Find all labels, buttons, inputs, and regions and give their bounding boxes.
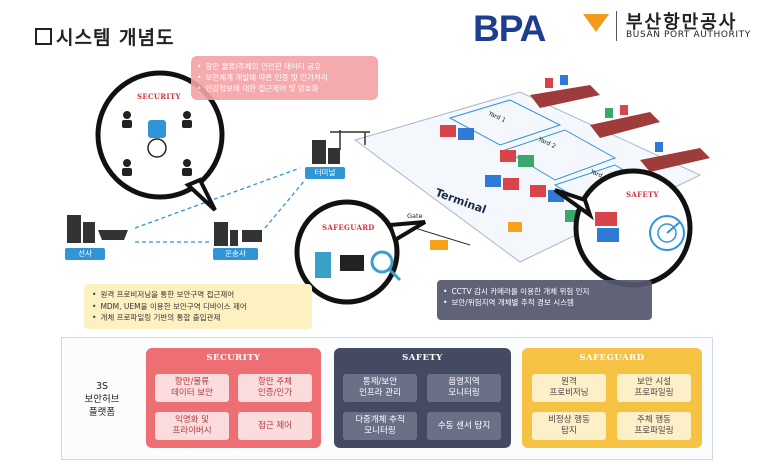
terminal-building-icon: [312, 140, 340, 164]
title-checkbox-icon: [35, 28, 52, 45]
security-panel-title: SECURITY: [206, 353, 261, 363]
safeguard-callout-item: MDM, UEM을 이용한 보안구역 디바이스 제어: [84, 301, 312, 313]
carrier-building-icon: [67, 215, 128, 243]
security-panel: SECURITY 항만/물류 데이터 보안 항만 주체 인증/인가 익명화 및 …: [146, 348, 321, 448]
safeguard-cell: 비정상 행동 탐지: [532, 412, 606, 440]
safety-callout-item: CCTV 감시 카메라를 이용한 개체 위험 인지: [437, 286, 652, 297]
magnifier-icon: [370, 250, 394, 274]
carrier-node-label: 선사: [65, 248, 105, 260]
bpa-logo-triangle-icon: [583, 14, 609, 32]
safety-bubble-label: SAFETY: [626, 190, 659, 199]
yard-truck-icon: [508, 222, 522, 232]
crane-icon: [330, 130, 370, 150]
security-callout: 항만 물류/주체의 안전한 데이터 공유 보안체계 개발에 따른 인증 및 인가…: [191, 56, 378, 100]
safety-cell: 다중개체 추적 모니터링: [343, 412, 417, 440]
terminal-node-label: 터미널: [305, 167, 345, 179]
safeguard-cell: 보안 시설 프로파일링: [617, 374, 691, 402]
security-callout-item: 항만 물류/주체의 안전한 데이터 공유: [191, 61, 378, 72]
truck-front-icon: [340, 255, 364, 271]
page-title: 시스템 개념도: [56, 27, 175, 49]
security-cell: 접근 제어: [238, 412, 312, 440]
safeguard-cell: 주체 행동 프로파일링: [617, 412, 691, 440]
lock-shield-icon: [148, 120, 166, 138]
safeguard-callout: 원격 프로비저닝을 통한 보안구역 접근제어 MDM, UEM을 이용한 보안구…: [84, 284, 312, 329]
safeguard-panel-title: SAFEGUARD: [579, 353, 645, 363]
users-icon: [122, 111, 192, 176]
safety-panel: SAFETY 통제/보안 인프라 관리 음영지역 모니터링 다중개체 추적 모니…: [334, 348, 511, 448]
security-bubble: [95, 70, 225, 212]
security-callout-item: 민감정보에 대한 접근제어 및 암호화: [191, 83, 378, 94]
truck-icon: [430, 240, 448, 250]
security-cell: 항만/물류 데이터 보안: [155, 374, 229, 402]
gate-booth-icon: [315, 252, 331, 278]
safety-cell: 통제/보안 인프라 관리: [343, 374, 417, 402]
falling-container-icon: [595, 212, 617, 226]
transport-node-label: 운송사: [213, 248, 258, 260]
safeguard-bubble-label: SAFEGUARD: [322, 223, 375, 232]
safeguard-panel: SAFEGUARD 원격 프로비저닝 보안 시설 프로파일링 비정상 행동 탐지…: [522, 348, 702, 448]
safety-cell: 수동 센서 탐지: [427, 412, 501, 440]
safeguard-cell: 원격 프로비저닝: [532, 374, 606, 402]
cargo-ship-icon: [530, 75, 710, 172]
logo-divider: [616, 11, 617, 41]
safety-cell: 음영지역 모니터링: [427, 374, 501, 402]
security-cell: 익명화 및 프라이버시: [155, 412, 229, 440]
safety-callout: CCTV 감시 카메라를 이용한 개체 위험 인지 보안/위험지역 개체별 추적…: [437, 280, 652, 320]
safety-callout-item: 보안/위험지역 개체별 추적 경보 시스템: [437, 297, 652, 308]
security-callout-item: 보안체계 개발에 따른 인증 및 인가처리: [191, 72, 378, 83]
globe-icon: [147, 138, 167, 158]
platform-label: 3S 보안허브 플랫폼: [84, 381, 120, 418]
gate-label: Gate: [407, 212, 423, 220]
transport-building-icon: [214, 222, 262, 246]
yard-2-outline: [503, 129, 617, 181]
safeguard-callout-item: 원격 프로비저닝을 통한 보안구역 접근제어: [84, 289, 312, 301]
link-arrows: [134, 167, 306, 243]
security-bubble-label: SECURITY: [137, 92, 181, 101]
security-cell: 항만 주체 인증/인가: [238, 374, 312, 402]
safeguard-bubble: [294, 199, 427, 305]
safety-panel-title: SAFETY: [402, 353, 443, 363]
bpa-logo-text: BPA: [473, 8, 546, 49]
yard-1-outline: [448, 99, 562, 146]
logo-english-name: BUSAN PORT AUTHORITY: [626, 30, 751, 40]
logo-korean-name: 부산항만공사: [626, 12, 738, 33]
safeguard-callout-item: 개체 프로파일링 기반의 통합 출입관제: [84, 312, 312, 324]
